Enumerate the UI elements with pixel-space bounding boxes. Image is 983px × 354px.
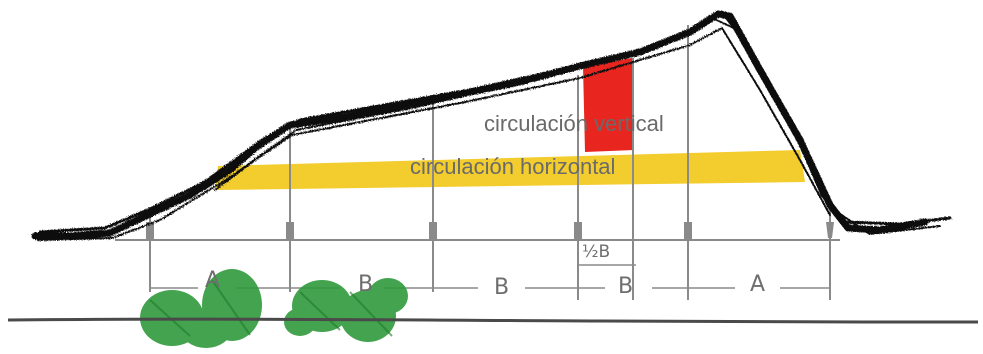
dimension-half-b: ½B <box>582 242 611 262</box>
vertical-circulation-block <box>583 58 634 152</box>
dimension-b-2: B <box>494 275 510 300</box>
horizontal-circulation-label: circulación horizontal <box>410 154 616 179</box>
column-markers <box>146 222 834 240</box>
dimension-b-1: B <box>358 272 374 297</box>
horizontal-circulation-band <box>215 150 805 190</box>
structural-axes <box>149 25 831 300</box>
vertical-circulation-label: circulación vertical <box>484 111 664 136</box>
building-outline <box>31 10 952 241</box>
dimension-a-left: A <box>205 268 221 293</box>
ground-line <box>7 317 979 324</box>
dimension-b-3: B <box>618 274 634 299</box>
dimension-a-right: A <box>750 272 766 297</box>
